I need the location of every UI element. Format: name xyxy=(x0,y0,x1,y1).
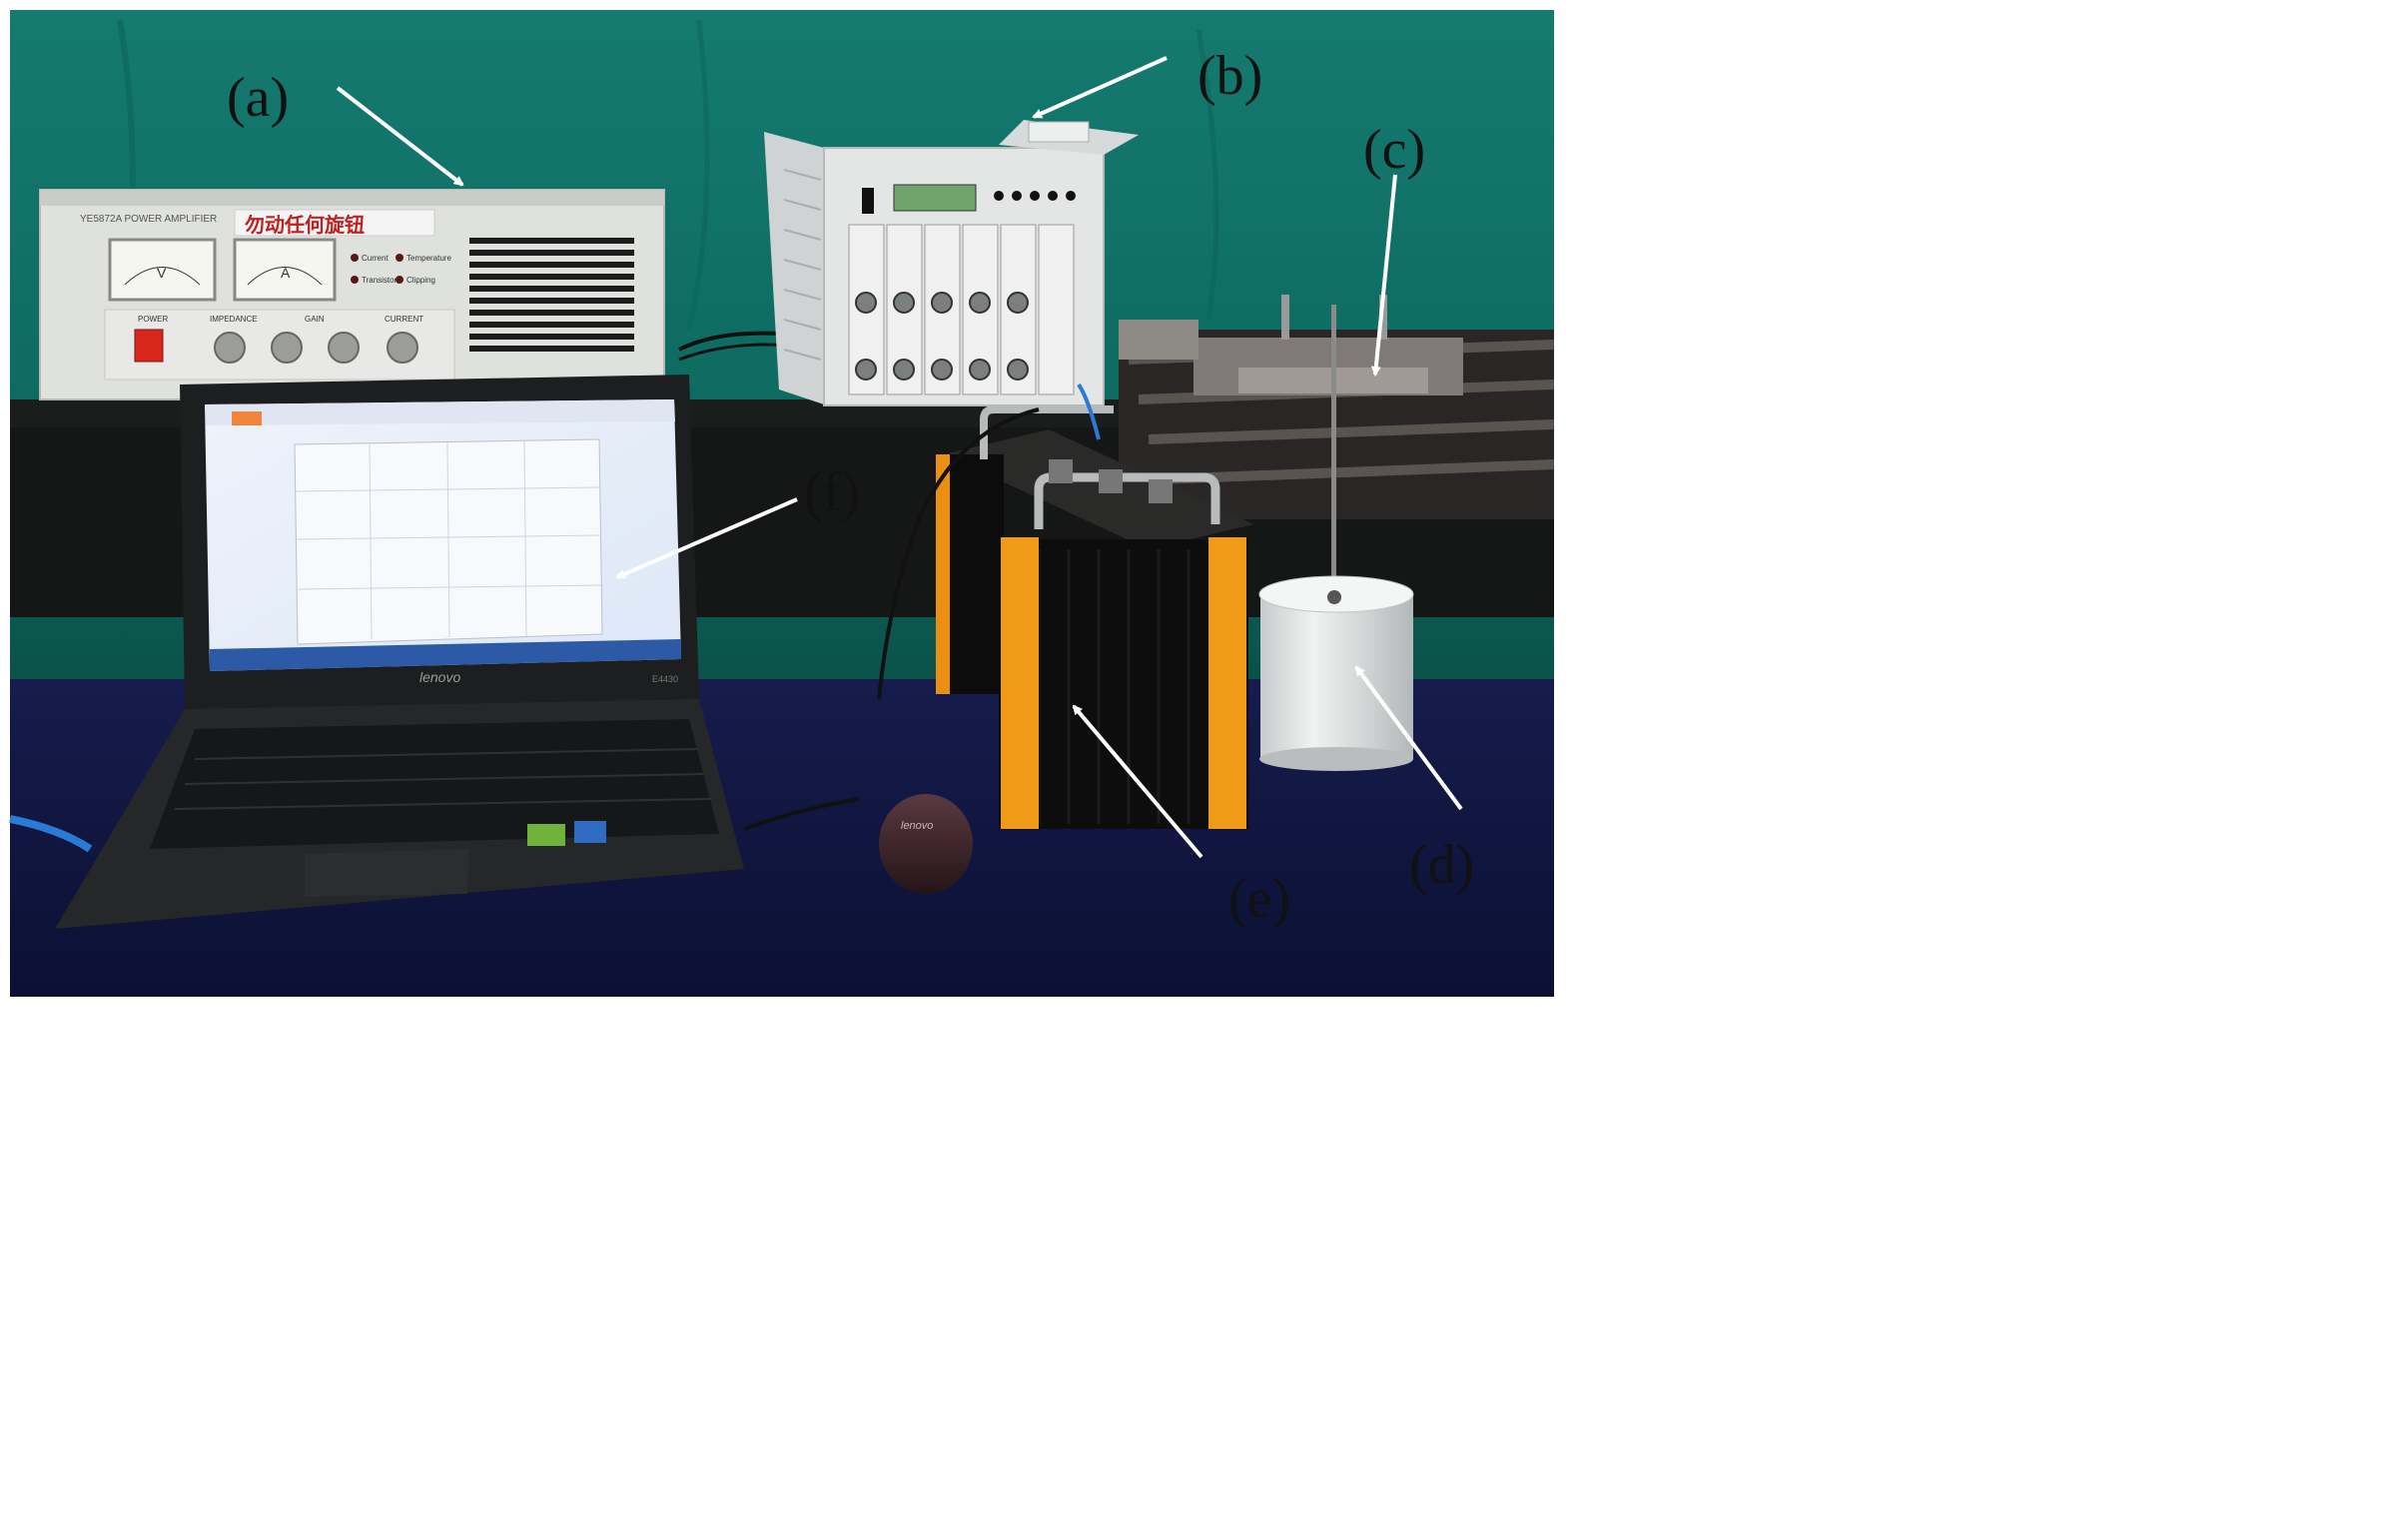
indicator-temperature: Temperature xyxy=(406,254,451,263)
figure-photo: YE5872A POWER AMPLIFIER 勿动任何旋钮 V A Curre… xyxy=(0,0,1561,1007)
vent-grille xyxy=(469,238,634,352)
channel-connectors xyxy=(855,292,1029,381)
orange-rail-right xyxy=(1208,537,1246,829)
signal-conditioner xyxy=(764,120,1139,406)
power-switch xyxy=(134,329,164,363)
callout-label-a: (a) xyxy=(227,67,290,129)
arrow-f xyxy=(615,497,798,579)
knob-label-gain: GAIN xyxy=(305,315,325,324)
orange-rail-left xyxy=(1001,537,1039,829)
data-acquisition-unit xyxy=(936,405,1253,829)
amplifier-model-plate: YE5872A POWER AMPLIFIER xyxy=(80,214,217,225)
power-label: POWER xyxy=(138,315,168,324)
callout-label-e: (e) xyxy=(1228,868,1291,930)
callout-arrows xyxy=(336,56,1463,859)
mouse: lenovo xyxy=(879,794,973,894)
callout-label-f: (f) xyxy=(804,461,860,523)
callout-label-b: (b) xyxy=(1197,45,1263,107)
ammeter xyxy=(233,238,337,302)
arrow-c xyxy=(1370,174,1397,377)
vibration-exciter xyxy=(1258,575,1414,771)
voltmeter-unit: V xyxy=(157,265,167,281)
indicator-transistor: Transistor xyxy=(362,276,398,285)
mouse-brand: lenovo xyxy=(901,820,933,832)
callout-label-d: (d) xyxy=(1409,834,1475,896)
indicator-current: Current xyxy=(362,254,389,263)
conditioner-buttons xyxy=(994,191,1076,201)
amplifier-knobs xyxy=(214,332,418,364)
indicator-clipping: Clipping xyxy=(406,276,435,285)
arrow-a xyxy=(336,86,464,187)
arrow-d xyxy=(1354,665,1463,811)
voltmeter xyxy=(108,238,217,302)
laptop: lenovo E4430 xyxy=(55,375,744,929)
ammeter-unit: A xyxy=(281,265,291,281)
knob-label-impedance: IMPEDANCE xyxy=(210,315,258,324)
power-amplifier: YE5872A POWER AMPLIFIER 勿动任何旋钮 V A Curre… xyxy=(39,189,665,400)
knob-label-current: CURRENT xyxy=(385,315,423,324)
laptop-model: E4430 xyxy=(652,674,678,684)
callout-label-c: (c) xyxy=(1363,119,1426,181)
arrow-b xyxy=(1032,56,1168,119)
arrow-e xyxy=(1072,704,1203,859)
laptop-brand: lenovo xyxy=(419,669,460,685)
exciter-rod xyxy=(1331,305,1336,604)
amplifier-handwritten-note: 勿动任何旋钮 xyxy=(245,213,365,237)
photo-scene: YE5872A POWER AMPLIFIER 勿动任何旋钮 V A Curre… xyxy=(0,0,1561,1007)
